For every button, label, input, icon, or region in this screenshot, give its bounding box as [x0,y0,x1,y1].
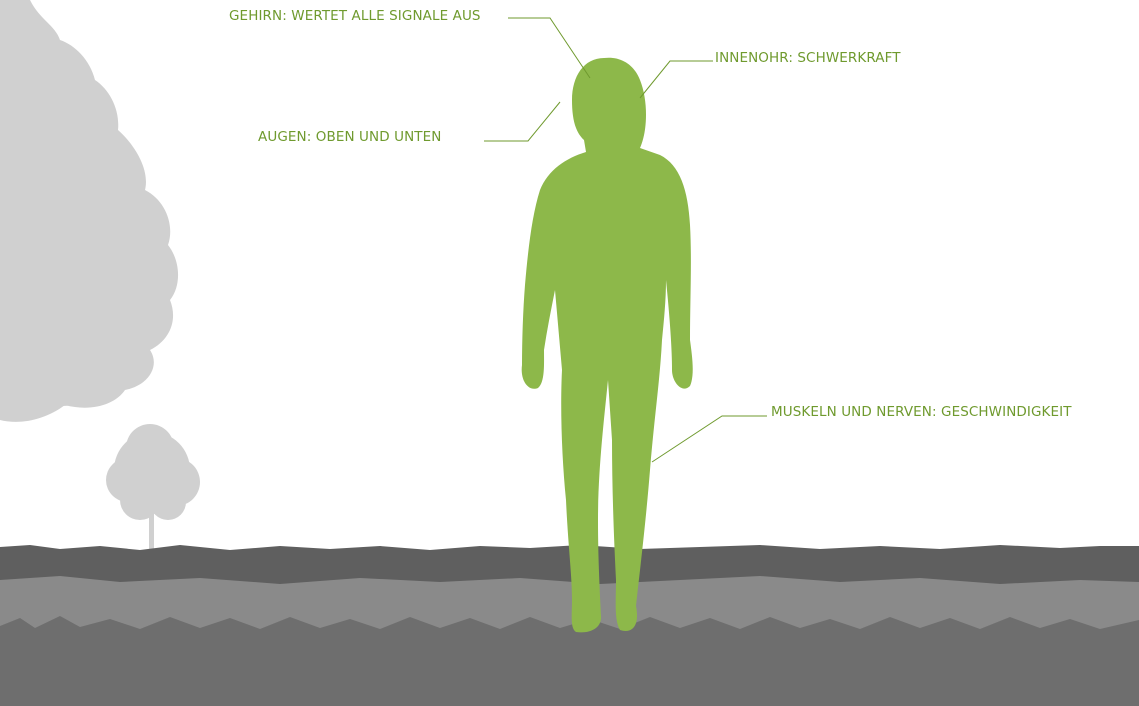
brain-leader-line [508,18,590,78]
label-inner-ear: INNENOHR: SCHWERKRAFT [715,50,901,66]
label-eyes: AUGEN: OBEN UND UNTEN [258,129,441,145]
small-tree [106,424,200,550]
large-tree [0,0,178,422]
eyes-leader-line [484,102,560,141]
label-brain: GEHIRN: WERTET ALLE SIGNALE AUS [229,8,481,24]
inner-ear-leader-line [640,61,713,98]
label-muscles-nerves: MUSKELN UND NERVEN: GESCHWINDIGKEIT [771,404,1072,420]
person-silhouette [522,58,693,633]
ground-front [0,616,1139,706]
muscles-leader-line [652,416,767,462]
